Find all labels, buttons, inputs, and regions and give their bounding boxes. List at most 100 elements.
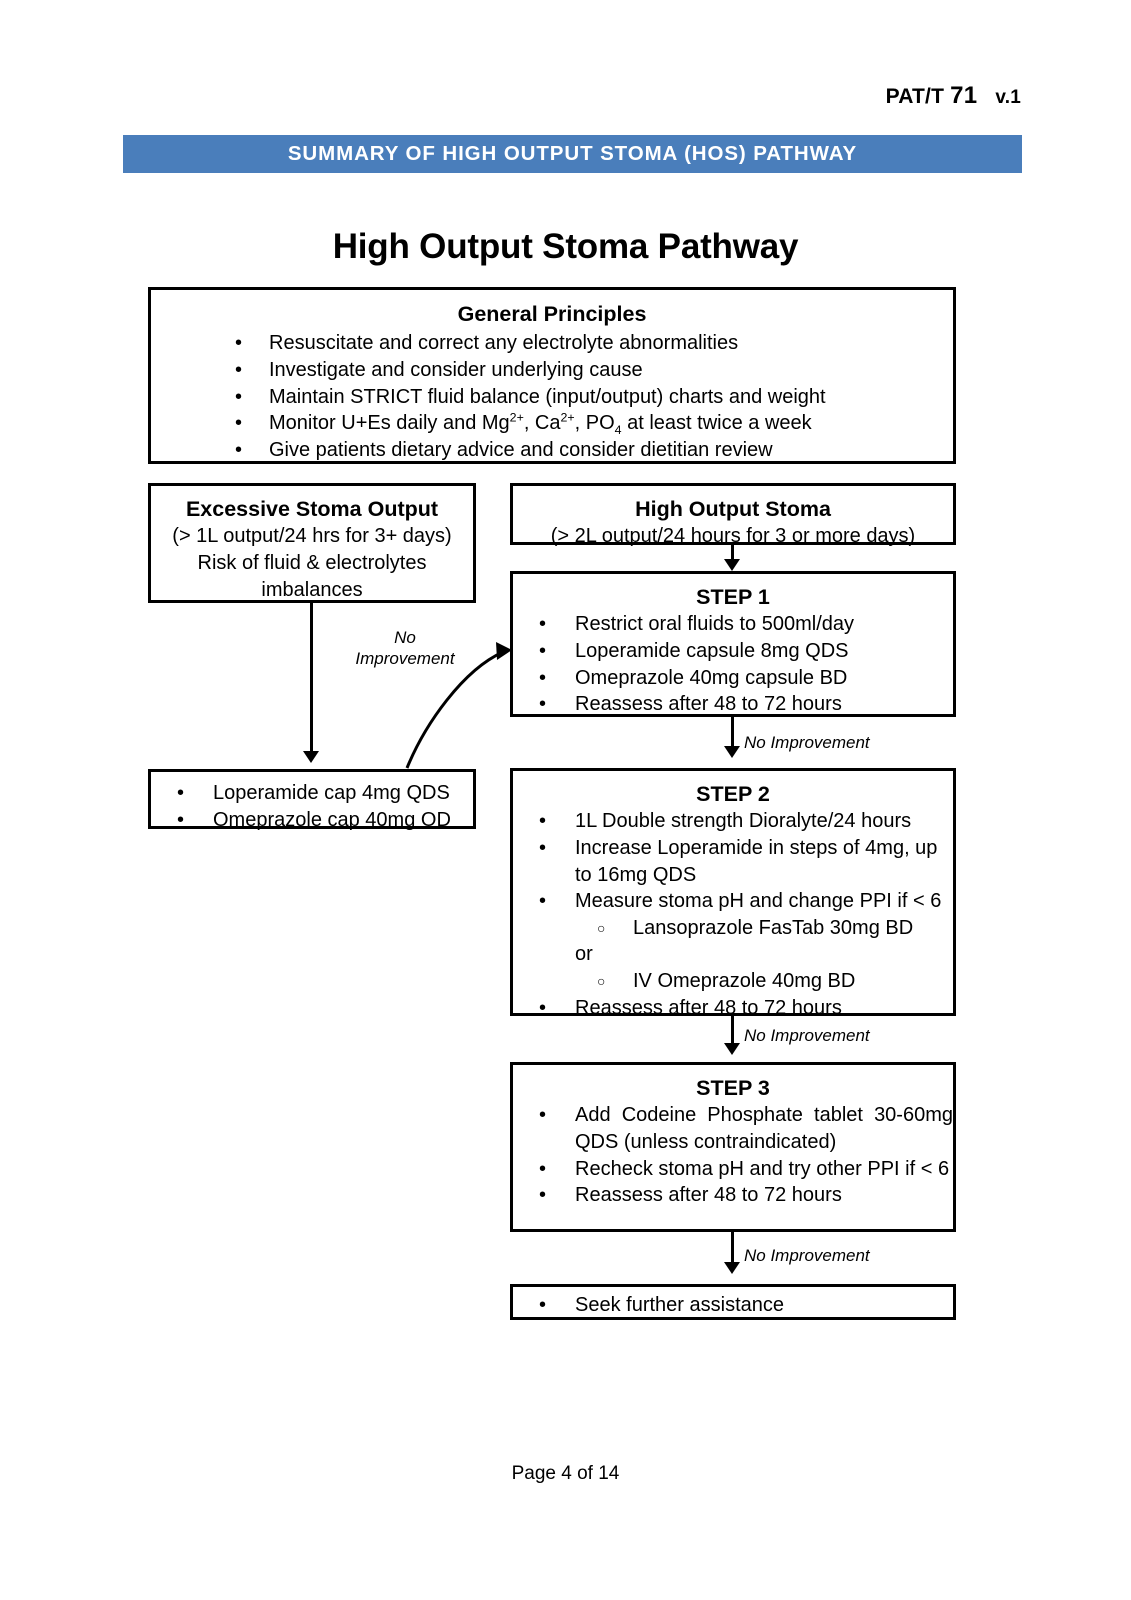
bullet-icon: • [539, 836, 547, 859]
list-item: • Loperamide capsule 8mg QDS [513, 638, 953, 665]
doc-version: v.1 [995, 87, 1021, 108]
document-reference: PAT/T 71 v.1 [886, 82, 1021, 110]
bullet-icon: • [235, 438, 243, 461]
bullet-icon: • [539, 1157, 547, 1180]
list-item-text: Reassess after 48 to 72 hours [575, 693, 842, 716]
list-item: • Omeprazole cap 40mg OD [151, 807, 473, 834]
step2-list: • 1L Double strength Dioralyte/24 hours •… [513, 808, 953, 1021]
list-item: • Reassess after 48 to 72 hours [513, 691, 953, 718]
step2-box: STEP 2 • 1L Double strength Dioralyte/24 … [510, 768, 956, 1019]
bullet-icon: • [539, 1184, 547, 1207]
left-medications-list: • Loperamide cap 4mg QDS • Omeprazole cap … [151, 780, 473, 833]
no-improvement-label-2: No Improvement [744, 1026, 870, 1045]
bullet-icon: • [539, 693, 547, 716]
list-item-text-electrolytes: Monitor U+Es daily and Mg2+, Ca2+, PO4 a… [269, 410, 812, 438]
bullet-icon: • [539, 1104, 547, 1127]
arrowhead-icon [724, 746, 740, 758]
step3-heading: STEP 3 [696, 1076, 770, 1100]
final-list: • Seek further assistance [513, 1292, 953, 1319]
bullet-icon: • [235, 358, 243, 381]
list-item-text: Maintain STRICT fluid balance (input/out… [269, 385, 826, 408]
list-item-text: Restrict oral fluids to 500ml/day [575, 613, 855, 636]
bullet-icon: • [539, 639, 547, 662]
po4-subscript: 4 [614, 423, 622, 438]
excessive-stoma-output-line-1: (> 1L output/24 hrs for 3+ days) [172, 525, 452, 548]
connector-step2-to-step3 [731, 1016, 734, 1045]
list-item-text: Omeprazole 40mg capsule BD [575, 666, 848, 689]
list-item-text: Give patients dietary advice and conside… [269, 438, 773, 461]
general-principles-box: General Principles • Resuscitate and corr… [148, 287, 956, 464]
excessive-stoma-output-line-2: Risk of fluid & electrolytes [197, 551, 427, 574]
hollow-bullet-icon: ○ [597, 919, 606, 936]
list-item: • Add Codeine Phosphate tablet 30-60mg QD… [513, 1102, 953, 1155]
bullet-icon: • [539, 613, 547, 636]
general-principles-list: • Resuscitate and correct any electrolyte… [151, 330, 953, 463]
bullet-icon: • [539, 890, 547, 913]
step2-sublist-2: ○ IV Omeprazole 40mg BD [575, 968, 953, 995]
hollow-bullet-icon: ○ [597, 972, 606, 989]
left-medications-box: • Loperamide cap 4mg QDS • Omeprazole cap … [148, 769, 476, 831]
arrowhead-icon [724, 559, 740, 571]
doc-code: PAT/T [885, 85, 945, 108]
step1-heading: STEP 1 [696, 585, 770, 609]
list-item: •Recheck stoma pH and try other PPI if <… [513, 1156, 953, 1183]
arrowhead-icon [724, 1043, 740, 1055]
lab-text-d: at least twice a week [621, 412, 812, 435]
no-improvement-line-2: Improvement [355, 649, 455, 669]
list-item-text: Resuscitate and correct any electrolyte … [269, 332, 739, 355]
bullet-icon: • [539, 666, 547, 689]
bullet-icon: • [235, 385, 243, 408]
connector-high-to-step1 [731, 545, 734, 561]
list-item: • Investigate and consider underlying cau… [151, 357, 953, 384]
list-item-text: Seek further assistance [575, 1294, 784, 1316]
list-item: • 1L Double strength Dioralyte/24 hours [513, 808, 953, 835]
list-item-text: 1L Double strength Dioralyte/24 hours [575, 810, 912, 833]
sub-list-item-text: IV Omeprazole 40mg BD [633, 969, 856, 992]
sub-list-item: ○ IV Omeprazole 40mg BD [575, 968, 953, 995]
list-item: • Loperamide cap 4mg QDS [151, 780, 473, 807]
bullet-icon: • [235, 332, 243, 355]
bullet-icon: • [235, 412, 243, 435]
list-item-text: Loperamide capsule 8mg QDS [575, 639, 849, 662]
list-item-text: Investigate and consider underlying caus… [269, 358, 643, 381]
no-improvement-line-1: No [394, 628, 416, 647]
general-principles-heading: General Principles [457, 302, 647, 326]
list-item: •Measure stoma pH and change PPI if < 6 … [513, 888, 953, 994]
step3-box: STEP 3 • Add Codeine Phosphate tablet 30-… [510, 1062, 956, 1232]
step2-or-text: or [575, 943, 593, 966]
connector-leftmeds-to-step1 [405, 642, 512, 769]
high-output-stoma-box: High Output Stoma (> 2L output/24 hours … [510, 483, 956, 547]
list-item: • Resuscitate and correct any electrolyte… [151, 330, 953, 357]
connector-excessive-to-leftmeds [310, 603, 313, 753]
list-item: • Maintain STRICT fluid balance (input/ou… [151, 384, 953, 411]
high-output-stoma-line-1: (> 2L output/24 hours for 3 or more days… [550, 525, 916, 548]
no-improvement-curve-label: No Improvement [345, 627, 465, 670]
bullet-icon: • [177, 808, 185, 831]
list-item-text: Add Codeine Phosphate tablet 30-60mg QDS… [575, 1104, 953, 1153]
list-item-text: Loperamide cap 4mg QDS [213, 782, 450, 804]
list-item-text: Reassess after 48 to 72 hours [575, 996, 842, 1019]
list-item: •Monitor U+Es daily and Mg2+, Ca2+, PO4 … [151, 410, 953, 437]
page-footer: Page 4 of 14 [511, 1463, 620, 1484]
connector-step1-to-step2 [731, 717, 734, 748]
final-box: • Seek further assistance [510, 1284, 956, 1320]
connector-step3-to-final [731, 1232, 734, 1264]
sub-list-item: ○Lansoprazole FasTab 30mg BD [575, 915, 953, 942]
list-item-text: Omeprazole cap 40mg OD [213, 808, 451, 831]
section-banner: SUMMARY OF HIGH OUTPUT STOMA (HOS) PATHW… [123, 135, 1022, 173]
list-item: • Increase Loperamide in steps of 4mg, up… [513, 835, 953, 888]
step3-list: • Add Codeine Phosphate tablet 30-60mg QD… [513, 1102, 953, 1208]
list-item-text: Reassess after 48 to 72 hours [575, 1184, 842, 1207]
lab-text-a: Monitor U+Es daily and Mg [269, 412, 510, 435]
step2-sublist: ○Lansoprazole FasTab 30mg BD [575, 915, 953, 942]
ca-charge: 2+ [560, 410, 575, 425]
step2-heading: STEP 2 [696, 782, 770, 806]
list-item-text: Increase Loperamide in steps of 4mg, up … [575, 836, 938, 886]
bullet-icon: • [539, 810, 547, 833]
bullet-icon: • [539, 1294, 547, 1316]
list-item: • Reassess after 48 to 72 hours [513, 995, 953, 1022]
list-item: • Restrict oral fluids to 500ml/day [513, 611, 953, 638]
bullet-icon: • [539, 996, 547, 1019]
arrowhead-icon [303, 751, 319, 763]
bullet-icon: • [177, 782, 185, 804]
